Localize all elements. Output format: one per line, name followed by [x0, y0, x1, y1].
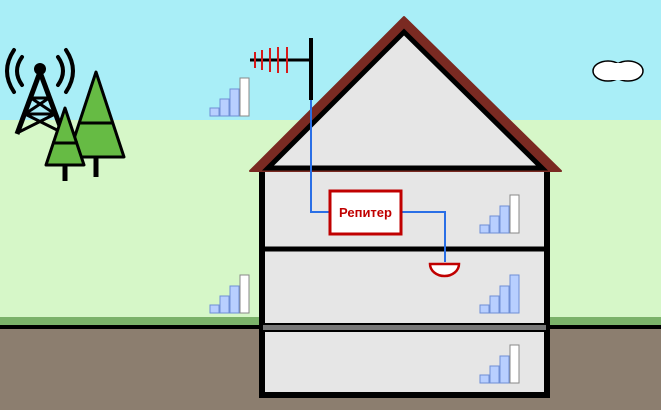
signal-bar	[209, 107, 220, 117]
signal-bar	[509, 194, 520, 234]
signal-bar	[229, 285, 240, 314]
tree-icon	[66, 70, 126, 177]
signal-bar	[229, 88, 240, 117]
cell-tower-icon	[5, 48, 75, 135]
signal-bar	[479, 304, 490, 314]
signal-bar	[499, 205, 510, 234]
repeater-label: Репитер	[339, 205, 392, 220]
signal-strength-icon	[479, 194, 520, 234]
signal-bar	[489, 295, 500, 314]
signal-strength-icon	[479, 344, 520, 384]
signal-bar	[509, 274, 520, 314]
attic	[261, 28, 549, 171]
signal-strength-icon	[209, 77, 250, 117]
signal-bar	[499, 285, 510, 314]
signal-bar	[479, 374, 490, 384]
repeater-box: Репитер	[328, 189, 403, 236]
signal-bar	[209, 304, 220, 314]
outdoor-cable	[310, 100, 330, 213]
signal-bar	[239, 77, 250, 117]
signal-bar	[239, 274, 250, 314]
tree-icon	[44, 106, 86, 181]
signal-strength-icon	[479, 274, 520, 314]
signal-bar	[489, 365, 500, 384]
signal-bar	[219, 295, 230, 314]
signal-bar	[509, 344, 520, 384]
indoor-antenna-icon	[428, 262, 461, 278]
ground-slab	[261, 323, 548, 332]
signal-strength-icon	[209, 274, 250, 314]
cloud-icon	[592, 60, 644, 82]
indoor-cable	[401, 211, 446, 262]
signal-bar	[489, 215, 500, 234]
signal-bar	[219, 98, 230, 117]
signal-bar	[499, 355, 510, 384]
signal-bar	[479, 224, 490, 234]
outdoor-antenna-icon	[250, 38, 313, 100]
